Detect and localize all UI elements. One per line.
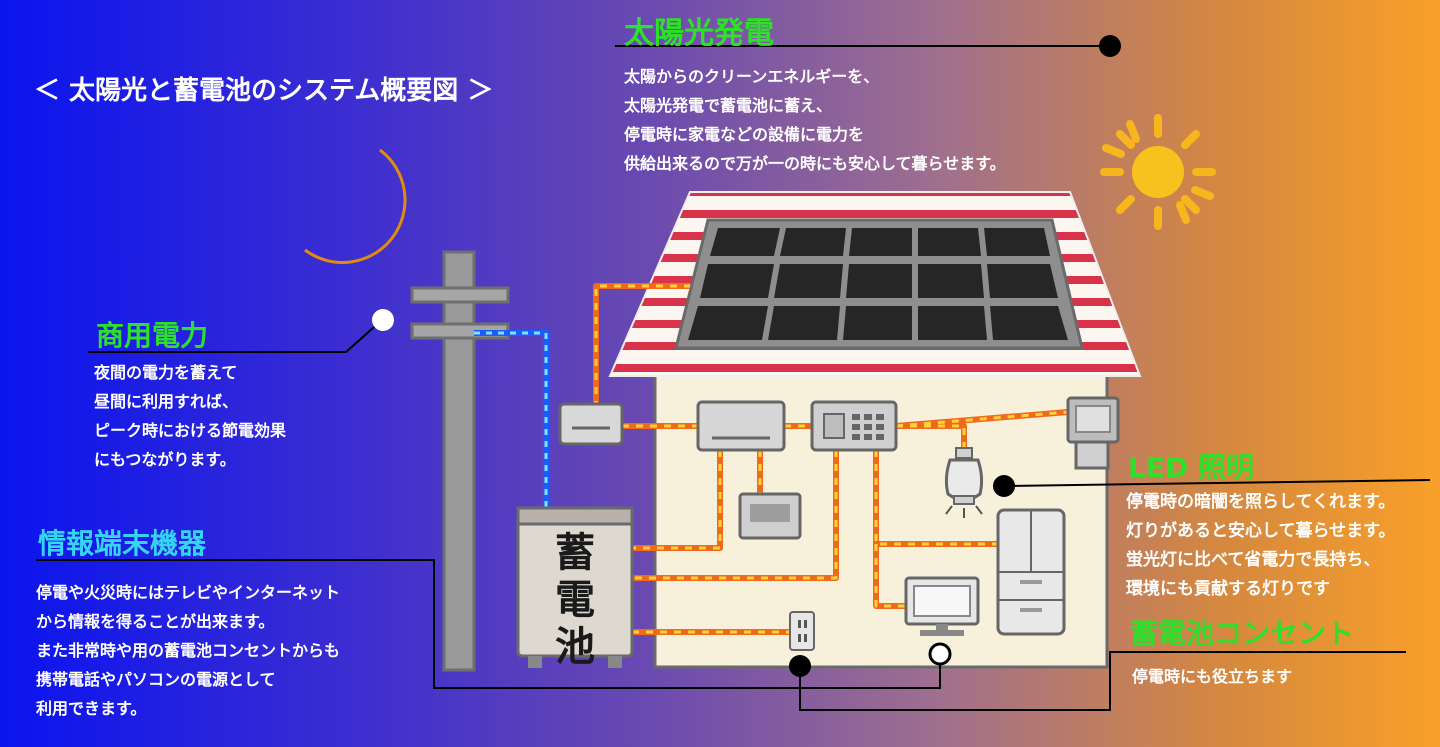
led-line: 灯りがあると安心して暮らせます。 bbox=[1126, 521, 1396, 541]
grid-description: 夜間の電力を蓄えて 昼間に利用すれば、 ピーク時における節電効果 にもつながりま… bbox=[94, 358, 286, 474]
solar-line: 太陽光発電で蓄電池に蓄え、 bbox=[624, 96, 833, 115]
solar-heading: 太陽光発電 bbox=[624, 16, 774, 51]
moon-icon bbox=[304, 148, 407, 264]
led-bulb-icon bbox=[944, 447, 984, 518]
wall-outlet bbox=[789, 611, 815, 651]
refrigerator bbox=[996, 508, 1066, 636]
grid-line: 昼間に利用すれば、 bbox=[94, 392, 239, 411]
power-wires bbox=[474, 283, 1069, 635]
battery-label: 蓄 電 池 bbox=[545, 530, 605, 671]
info-line: 利用できます。 bbox=[36, 699, 147, 718]
outlet-heading: 蓄電池コンセント bbox=[1130, 617, 1355, 650]
outlet-line: 停電時にも役立ちます bbox=[1132, 667, 1293, 686]
battery-unit bbox=[516, 506, 634, 668]
info-heading: 情報端末機器 bbox=[38, 527, 207, 560]
power-conditioner bbox=[558, 402, 624, 446]
grid-heading: 商用電力 bbox=[96, 319, 209, 352]
led-line: 環境にも貢献する灯りです bbox=[1126, 579, 1330, 599]
callout-lines bbox=[36, 45, 1431, 711]
solar-line: 太陽からのクリーンエネルギーを、 bbox=[624, 67, 880, 86]
outlet-description: 停電時にも役立ちます bbox=[1132, 662, 1292, 691]
grid-line: 夜間の電力を蓄えて bbox=[94, 363, 238, 382]
page-title: ＜ 太陽光と蓄電池のシステム概要図 ＞ bbox=[34, 76, 494, 106]
utility-pole bbox=[410, 250, 510, 672]
solar-description: 太陽からのクリーンエネルギーを、 太陽光発電で蓄電池に蓄え、 停電時に家電などの… bbox=[624, 62, 1006, 178]
grid-line: にもつながります。 bbox=[94, 450, 236, 469]
controller-box bbox=[738, 492, 802, 540]
battery-char: 電 bbox=[555, 577, 595, 623]
info-line: また非常時や用の蓄電池コンセントからも bbox=[36, 641, 341, 660]
solar-line: 停電時に家電などの設備に電力を bbox=[624, 125, 865, 144]
info-description: 停電や火災時にはテレビやインターネット から情報を得ることが出来ます。 また非常… bbox=[36, 578, 340, 723]
led-heading: LED 照明 bbox=[1128, 451, 1254, 484]
sun-icon bbox=[1100, 114, 1216, 230]
info-line: 停電や火災時にはテレビやインターネット bbox=[36, 583, 341, 602]
tv-icon bbox=[904, 576, 980, 636]
battery-char: 池 bbox=[555, 624, 595, 670]
led-line: 停電時の暗闇を照らしてくれます。 bbox=[1126, 492, 1396, 512]
solar-line: 供給出来るので万が一の時にも安心して暮らせます。 bbox=[624, 154, 1006, 173]
monitor-panel bbox=[810, 400, 898, 452]
distribution-board bbox=[696, 400, 786, 452]
led-description: 停電時の暗闇を照らしてくれます。 灯りがあると安心して暮らせます。 蛍光灯に比べ… bbox=[1126, 488, 1395, 604]
grid-line: ピーク時における節電効果 bbox=[94, 421, 287, 440]
callout-dots bbox=[372, 35, 1121, 677]
info-line: 携帯電話やパソコンの電源として bbox=[36, 670, 276, 689]
outdoor-unit bbox=[1066, 396, 1120, 470]
battery-char: 蓄 bbox=[555, 530, 595, 576]
led-line: 蛍光灯に比べて省電力で長持ち、 bbox=[1126, 550, 1381, 570]
info-line: から情報を得ることが出来ます。 bbox=[36, 612, 275, 631]
solar-panel-array bbox=[674, 218, 1084, 350]
